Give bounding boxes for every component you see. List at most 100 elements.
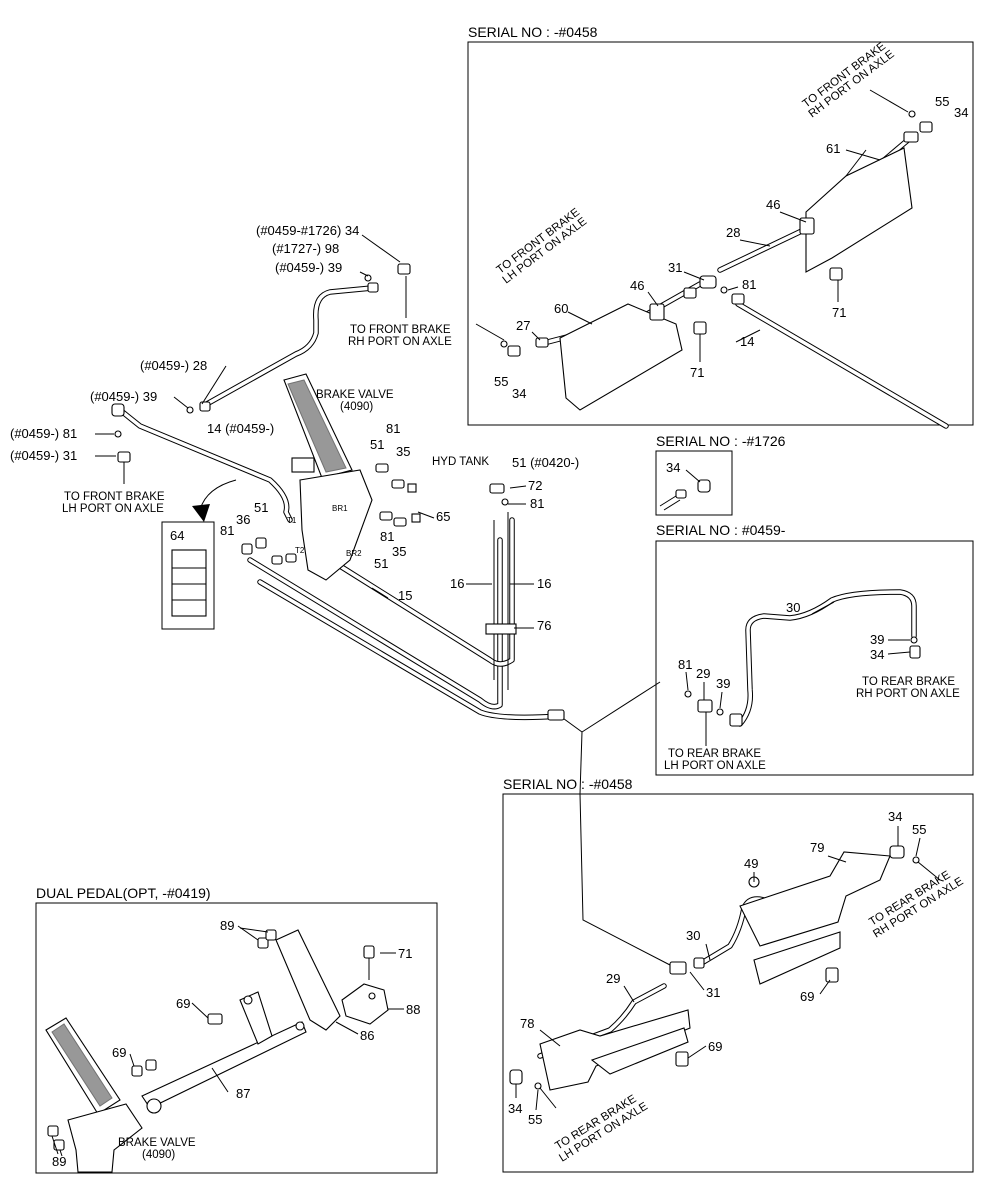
note-rear-rh-mid-1: TO REAR BRAKE [862, 676, 955, 688]
leader-bottom-inner [579, 793, 671, 966]
part-64-block [171, 549, 207, 617]
callout-br-55a: 55 [912, 822, 926, 837]
callout-tr-28: 28 [726, 225, 740, 240]
callout-main-39b: (#0459-) 39 [90, 389, 157, 404]
note-front-lh-main-2: LH PORT ON AXLE [62, 503, 164, 515]
label-brake-valve-main: BRAKE VALVE [316, 389, 394, 401]
bracket-79 [739, 851, 891, 947]
callout-tr-34b: 34 [512, 386, 526, 401]
callout-main-p36: 36 [236, 512, 250, 527]
callout-mr-81: 81 [678, 657, 692, 672]
callout-main-98: (#1727-) 98 [272, 241, 339, 256]
callout-mr-39a: 39 [870, 632, 884, 647]
note-front-lh-main-1: TO FRONT BRAKE [64, 491, 165, 503]
callout-main-p35a: 35 [396, 444, 410, 459]
callout-main-28: (#0459-) 28 [140, 358, 207, 373]
section-title-mid-right: SERIAL NO : #0459- [656, 522, 786, 538]
bracket-61 [805, 147, 913, 273]
label-brake-valve-ref-dual: (4090) [142, 1149, 175, 1161]
callout-main-p76: 76 [537, 618, 551, 633]
callout-tr-27: 27 [516, 318, 530, 333]
callout-main-p72: 72 [528, 478, 542, 493]
note-front-lh-top-1: TO FRONT BRAKE [495, 206, 583, 276]
note-front-rh-top-2: RH PORT ON AXLE [807, 48, 897, 120]
bracket-88 [341, 983, 389, 1025]
label-brake-valve-ref-main: (4090) [340, 401, 373, 413]
callout-main-p51b: 51 [374, 556, 388, 571]
frame-part-64 [161, 521, 215, 630]
callout-br-55b: 55 [528, 1112, 542, 1127]
callout-dp-71: 71 [398, 946, 412, 961]
label-hyd-tank: HYD TANK [432, 456, 489, 468]
callout-main-p65: 65 [436, 509, 450, 524]
callout-main-81: (#0459-) 81 [10, 426, 77, 441]
callout-br-34a: 34 [888, 809, 902, 824]
clamp-76 [485, 623, 517, 635]
callout-mr-30: 30 [786, 600, 800, 615]
callout-br-34b: 34 [508, 1101, 522, 1116]
callout-mr-29: 29 [696, 666, 710, 681]
callout-br-49: 49 [744, 856, 758, 871]
callout-br-79: 79 [810, 840, 824, 855]
callout-dp-87: 87 [236, 1086, 250, 1101]
callout-tr-81: 81 [742, 277, 756, 292]
callout-tr-34a: 34 [954, 105, 968, 120]
note-rear-rh-mid-2: RH PORT ON AXLE [856, 688, 960, 700]
note-rear-lh-mid-2: LH PORT ON AXLE [664, 760, 766, 772]
svg-text:T1: T1 [287, 516, 297, 525]
callout-tr-55b: 55 [494, 374, 508, 389]
callout-tr-46a: 46 [766, 197, 780, 212]
bracket-60 [559, 303, 683, 411]
frame-mid-small [655, 450, 733, 516]
callout-ms-34: 34 [666, 460, 680, 475]
callout-mr-34: 34 [870, 647, 884, 662]
leader-to-bottom-right [579, 731, 583, 795]
leader-to-mid-right [581, 681, 661, 733]
note-front-rh-main-2: RH PORT ON AXLE [348, 336, 452, 348]
callout-mr-39b: 39 [716, 676, 730, 691]
frame-bottom-right [502, 793, 974, 1173]
callout-main-39a: (#0459-) 39 [275, 260, 342, 275]
callout-main-31: (#0459-) 31 [10, 448, 77, 463]
callout-br-29: 29 [606, 971, 620, 986]
callout-tr-71b: 71 [690, 365, 704, 380]
section-title-top-right: SERIAL NO : -#0458 [468, 24, 598, 40]
svg-text:BR1: BR1 [332, 504, 348, 513]
callout-dp-88: 88 [406, 1002, 420, 1017]
callout-dp-89a: 89 [220, 918, 234, 933]
callout-br-69a: 69 [800, 989, 814, 1004]
callout-br-30: 30 [686, 928, 700, 943]
callout-main-14: 14 (#0459-) [207, 421, 274, 436]
callout-main-34: (#0459-#1726) 34 [256, 223, 359, 238]
section-title-mid-small: SERIAL NO : -#1726 [656, 433, 786, 449]
callout-tr-61: 61 [826, 141, 840, 156]
label-brake-valve-dual: BRAKE VALVE [118, 1137, 196, 1149]
bracket-78 [539, 1009, 691, 1091]
frame-mid-right [655, 540, 974, 776]
callout-main-p16b: 16 [537, 576, 551, 591]
callout-main-p51a: 51 [370, 437, 384, 452]
callout-tr-55a: 55 [935, 94, 949, 109]
section-title-bottom-right: SERIAL NO : -#0458 [503, 776, 633, 792]
arm-86 [275, 929, 341, 1031]
callout-tr-71a: 71 [832, 305, 846, 320]
frame-top-right [467, 41, 974, 426]
callout-main-p64: 64 [170, 528, 184, 543]
callout-dp-89b: 89 [52, 1154, 66, 1169]
svg-text:BR2: BR2 [346, 549, 362, 558]
callout-br-31: 31 [706, 985, 720, 1000]
note-front-lh-top-2: LH PORT ON AXLE [501, 215, 590, 286]
callout-main-p81tank: 81 [530, 496, 544, 511]
brake-valve-body-main [299, 469, 373, 581]
note-rear-lh-mid-1: TO REAR BRAKE [668, 748, 761, 760]
callout-tr-31: 31 [668, 260, 682, 275]
note-front-rh-main-1: TO FRONT BRAKE [350, 324, 451, 336]
callout-main-p51c: 51 [254, 500, 268, 515]
callout-main-p15: 15 [398, 588, 412, 603]
brake-valve-body-dual [67, 1103, 143, 1173]
svg-text:T2: T2 [295, 546, 305, 555]
callout-br-78: 78 [520, 1016, 534, 1031]
callout-main-p51tank: 51 (#0420-) [512, 455, 579, 470]
callout-tr-46b: 46 [630, 278, 644, 293]
